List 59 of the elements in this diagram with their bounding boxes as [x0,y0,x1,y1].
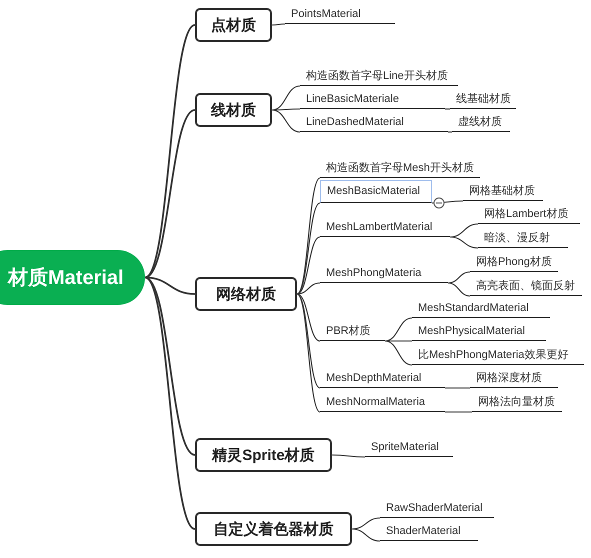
subtopic: LineBasicMateriale [300,90,445,109]
subtopic: MeshDepthMaterial [320,369,445,388]
category-box: 网络材质 [195,277,297,311]
connector-line [272,108,300,111]
subtopic: ShaderMaterial [380,522,478,541]
subtopic: MeshStandardMaterial [412,299,550,318]
connector-line [296,202,320,294]
connector-line [296,294,320,412]
connector-line [450,223,478,238]
subtopic: PointsMaterial [285,5,395,24]
subtopic: MeshBasicMaterial [320,180,432,203]
subtopic: MeshNormalMateria [320,393,445,412]
subtopic: 线基础材质 [450,90,516,109]
subtopic: 网格Lambert材质 [478,205,580,224]
connector-line [448,131,452,133]
category-box: 自定义着色器材质 [195,512,352,546]
subtopic: 比MeshPhongMateria效果更好 [412,346,584,365]
connector-line [272,23,285,26]
subtopic: 虚线材质 [452,113,510,132]
connector-line [272,85,300,111]
root-topic: 材质Material [0,250,145,305]
connector-line [332,454,365,458]
connector-line [385,340,412,342]
connector-line [384,317,412,342]
connector-line [384,340,412,366]
subtopic: 暗淡、漫反射 [478,229,568,248]
subtopic: 构造函数首字母Mesh开头材质 [320,159,480,178]
subtopic: MeshPhysicalMaterial [412,322,546,341]
connector-line [144,109,196,278]
connector-line [445,108,450,110]
connector-line [296,294,320,388]
subtopic: RawShaderMaterial [380,499,494,518]
connector-line [144,24,196,278]
connector-line [448,282,470,297]
subtopic: SpriteMaterial [365,438,453,457]
connector-line [296,282,320,295]
connector-line [296,293,320,342]
subtopic: 网格Phong材质 [470,253,558,272]
category-box: 线材质 [195,93,272,127]
connector-line [144,276,196,530]
connector-line [445,411,472,413]
category-box: 点材质 [195,8,272,42]
subtopic: MeshPhongMateria [320,264,448,283]
subtopic: 高亮表面、镜面反射 [470,277,582,296]
connector-line [448,271,470,284]
subtopic: 网格法向量材质 [472,393,562,412]
subtopic: 构造函数首字母Line开头材质 [300,67,458,86]
subtopic: LineDashedMaterial [300,113,448,132]
connector-line [352,528,380,542]
connector-line [450,236,478,249]
connector-line [272,109,300,133]
subtopic: 网格深度材质 [470,369,558,388]
subtopic: 网格基础材质 [463,182,543,201]
subtopic: MeshLambertMaterial [320,218,450,237]
subtopic: PBR材质 [320,322,385,341]
connector-line [445,387,470,389]
category-box: 精灵Sprite材质 [195,438,332,472]
connector-line [296,178,320,294]
connector-line [296,236,320,294]
